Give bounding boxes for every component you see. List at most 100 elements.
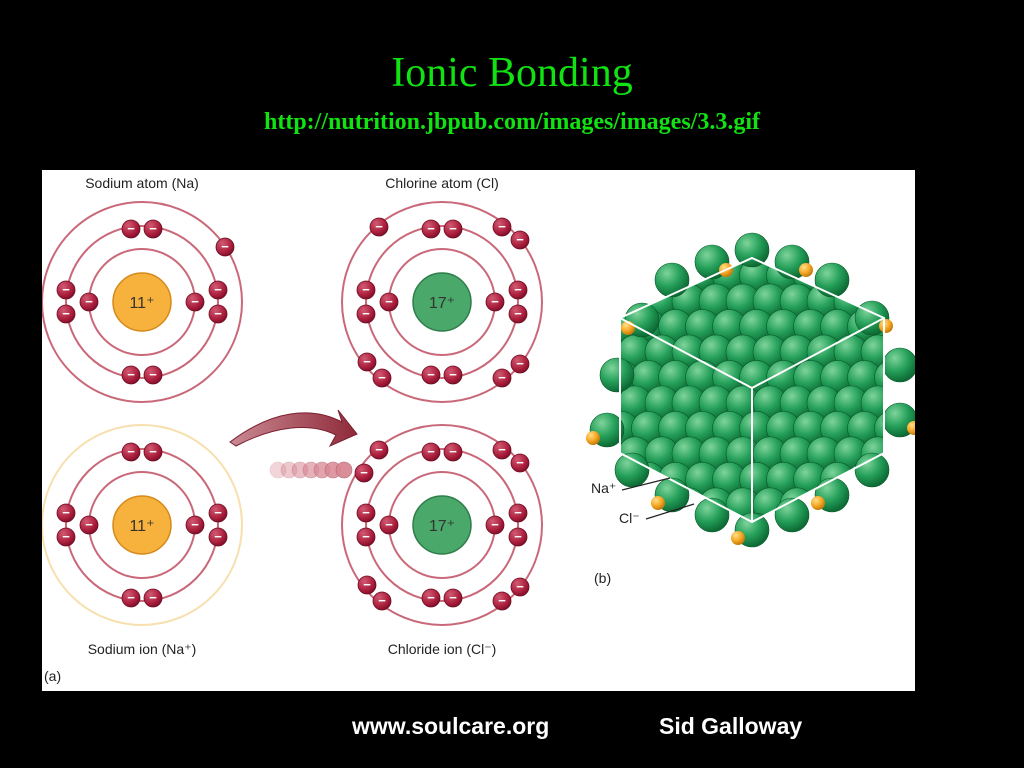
electron: −: [510, 230, 530, 250]
svg-text:−: −: [516, 455, 524, 470]
cl-ion-sphere: [807, 539, 841, 573]
na-ion-sphere: [870, 524, 886, 540]
chlorine-atom-caption: Chlorine atom (Cl): [385, 175, 499, 191]
electron: −: [143, 365, 163, 385]
electron: −: [421, 219, 441, 239]
electron: −: [421, 365, 441, 385]
cl-ion-sphere: [814, 262, 850, 298]
na-ion-label: Na⁺: [591, 480, 616, 496]
electron: −: [443, 219, 463, 239]
na-ion-sphere: [911, 499, 916, 515]
svg-text:−: −: [85, 294, 93, 309]
electron: −: [356, 304, 376, 324]
electron: −: [208, 527, 228, 547]
electron-shell: [341, 201, 543, 403]
svg-text:−: −: [127, 444, 135, 459]
electron: −: [56, 503, 76, 523]
electron: −: [215, 237, 235, 257]
cl-ion-pointer: [645, 503, 695, 520]
svg-text:−: −: [427, 444, 435, 459]
na-ion-sphere: [907, 421, 915, 435]
svg-text:−: −: [363, 577, 371, 592]
sodium-atom-caption: Sodium atom (Na): [85, 175, 199, 191]
electron: −: [356, 503, 376, 523]
cl-ion-sphere: [888, 233, 915, 267]
cl-ion-sphere: [620, 283, 626, 319]
svg-text:−: −: [149, 444, 157, 459]
svg-text:−: −: [427, 221, 435, 236]
svg-text:−: −: [491, 294, 499, 309]
electron: −: [421, 588, 441, 608]
cl-ion-sphere: [614, 452, 650, 488]
svg-text:−: −: [378, 370, 386, 385]
na-ion-sphere: [762, 575, 778, 591]
cube-outline: [619, 256, 885, 524]
na-ion-sphere: [627, 524, 643, 540]
electron: −: [357, 575, 377, 595]
svg-text:−: −: [498, 370, 506, 385]
electron: −: [510, 354, 530, 374]
electron: −: [356, 280, 376, 300]
cl-ion-sphere: [902, 513, 916, 547]
electron-trail-dot: [269, 461, 287, 479]
nacl-crystal-lattice: [586, 232, 916, 598]
na-ion-sphere: [799, 263, 813, 277]
na-ion-sphere: [620, 294, 630, 311]
cl-ion-sphere: [713, 564, 747, 598]
electron: −: [208, 280, 228, 300]
na-ion-sphere: [883, 258, 884, 260]
svg-text:−: −: [62, 306, 70, 321]
electron: −: [208, 304, 228, 324]
cl-ion-sphere: [902, 258, 916, 292]
cl-ion-sphere: [645, 539, 679, 573]
cl-ion-sphere: [644, 258, 680, 268]
svg-text:−: −: [62, 282, 70, 297]
cl-ion-sphere: [902, 309, 916, 343]
cl-ion-sphere: [821, 564, 855, 598]
cl-ion-sphere: [620, 258, 626, 268]
electron: −: [492, 368, 512, 388]
nucleus: [412, 495, 472, 555]
svg-text:−: −: [85, 517, 93, 532]
panel-a-label: (a): [44, 668, 61, 684]
svg-text:−: −: [516, 579, 524, 594]
svg-text:−: −: [385, 294, 393, 309]
svg-text:−: −: [360, 465, 368, 480]
na-ion-sphere: [668, 550, 684, 566]
cl-ion-sphere: [874, 258, 884, 293]
electron: −: [510, 577, 530, 597]
svg-text:−: −: [62, 505, 70, 520]
svg-text:−: −: [363, 354, 371, 369]
cl-ion-sphere: [834, 539, 868, 573]
svg-text:−: −: [378, 593, 386, 608]
cl-ion-sphere: [699, 539, 733, 573]
electron: −: [421, 442, 441, 462]
cl-ion-sphere: [875, 564, 909, 598]
cl-ion-sphere: [686, 564, 720, 598]
na-ion-sphere: [695, 550, 711, 566]
cl-ion-sphere: [767, 564, 801, 598]
slide-title: Ionic Bonding: [391, 50, 633, 96]
cl-ion-sphere: [659, 564, 693, 598]
electron: −: [185, 515, 205, 535]
svg-text:−: −: [449, 367, 457, 382]
na-ion-sphere: [911, 448, 916, 464]
ionic-bonding-figure: 11⁺−−−−−−−−−−− 17⁺−−−−−−−−−−−−−−−−− 11⁺−…: [42, 170, 915, 691]
svg-text:−: −: [375, 219, 383, 234]
na-ion-sphere: [897, 320, 913, 336]
nucleus-charge-label: 11⁺: [129, 295, 154, 312]
na-ion-sphere: [654, 524, 670, 540]
cl-ion-sphere: [780, 539, 814, 573]
cl-ion-sphere: [882, 347, 915, 383]
cl-ion-sphere: [654, 262, 690, 298]
na-ion-sphere: [883, 498, 884, 515]
cl-ion-sphere: [618, 539, 652, 573]
electron: −: [357, 352, 377, 372]
na-ion-sphere: [776, 550, 792, 566]
cl-ion-sphere: [888, 284, 915, 318]
svg-text:−: −: [498, 219, 506, 234]
cl-ion-sphere: [874, 512, 884, 522]
svg-text:−: −: [362, 529, 370, 544]
cl-ion-sphere: [620, 258, 653, 268]
electron: −: [372, 591, 392, 611]
